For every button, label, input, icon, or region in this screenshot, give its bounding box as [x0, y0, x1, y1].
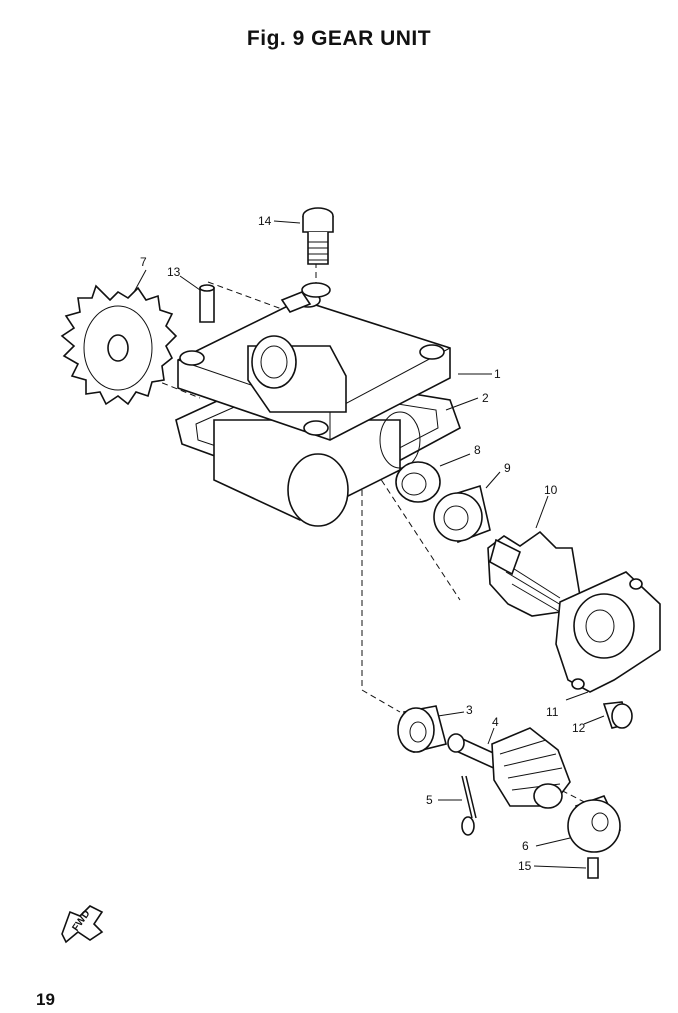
cotter-pin-part-5	[461, 775, 477, 836]
screw-part-12	[602, 701, 633, 729]
callout-9: 9	[504, 461, 511, 475]
worm-shaft-part-4	[447, 727, 571, 809]
callout-8: 8	[474, 443, 481, 457]
collar-part-3	[397, 705, 447, 753]
fwd-arrow-icon: FWD	[61, 905, 104, 944]
callout-7: 7	[140, 255, 147, 269]
callout-3: 3	[466, 703, 473, 717]
cap-part-6	[567, 795, 622, 853]
callout-12: 12	[572, 721, 586, 735]
callout-2: 2	[482, 391, 489, 405]
housing-body	[213, 411, 421, 527]
callout-1: 1	[494, 367, 501, 381]
figure-title: Fig. 9 GEAR UNIT	[246, 27, 432, 50]
callout-5: 5	[426, 793, 433, 807]
callout-4: 4	[492, 715, 499, 729]
drive-gear-part-7	[60, 284, 178, 406]
callout-11: 11	[546, 705, 559, 719]
bolt-part-14	[301, 207, 334, 298]
callout-10: 10	[544, 483, 558, 497]
page-number: 19	[36, 990, 55, 1009]
cover-part-1	[177, 291, 451, 441]
dowel-pin-part-13	[199, 284, 215, 323]
bushing-part-9	[433, 484, 491, 544]
worm-gear-part-10	[487, 530, 581, 617]
callout-15: 15	[518, 859, 532, 873]
callout-14: 14	[258, 214, 272, 228]
oil-seal-part-8	[395, 461, 441, 503]
callout-13: 13	[167, 265, 181, 279]
pin-part-15	[587, 857, 599, 879]
callout-numbers: 14 13 7 1 2 8 9 10 11 12 3 4 5 6 15	[140, 214, 586, 873]
callout-6: 6	[522, 839, 529, 853]
leader-lines	[133, 220, 605, 869]
housing-cover-part-11	[555, 571, 661, 693]
